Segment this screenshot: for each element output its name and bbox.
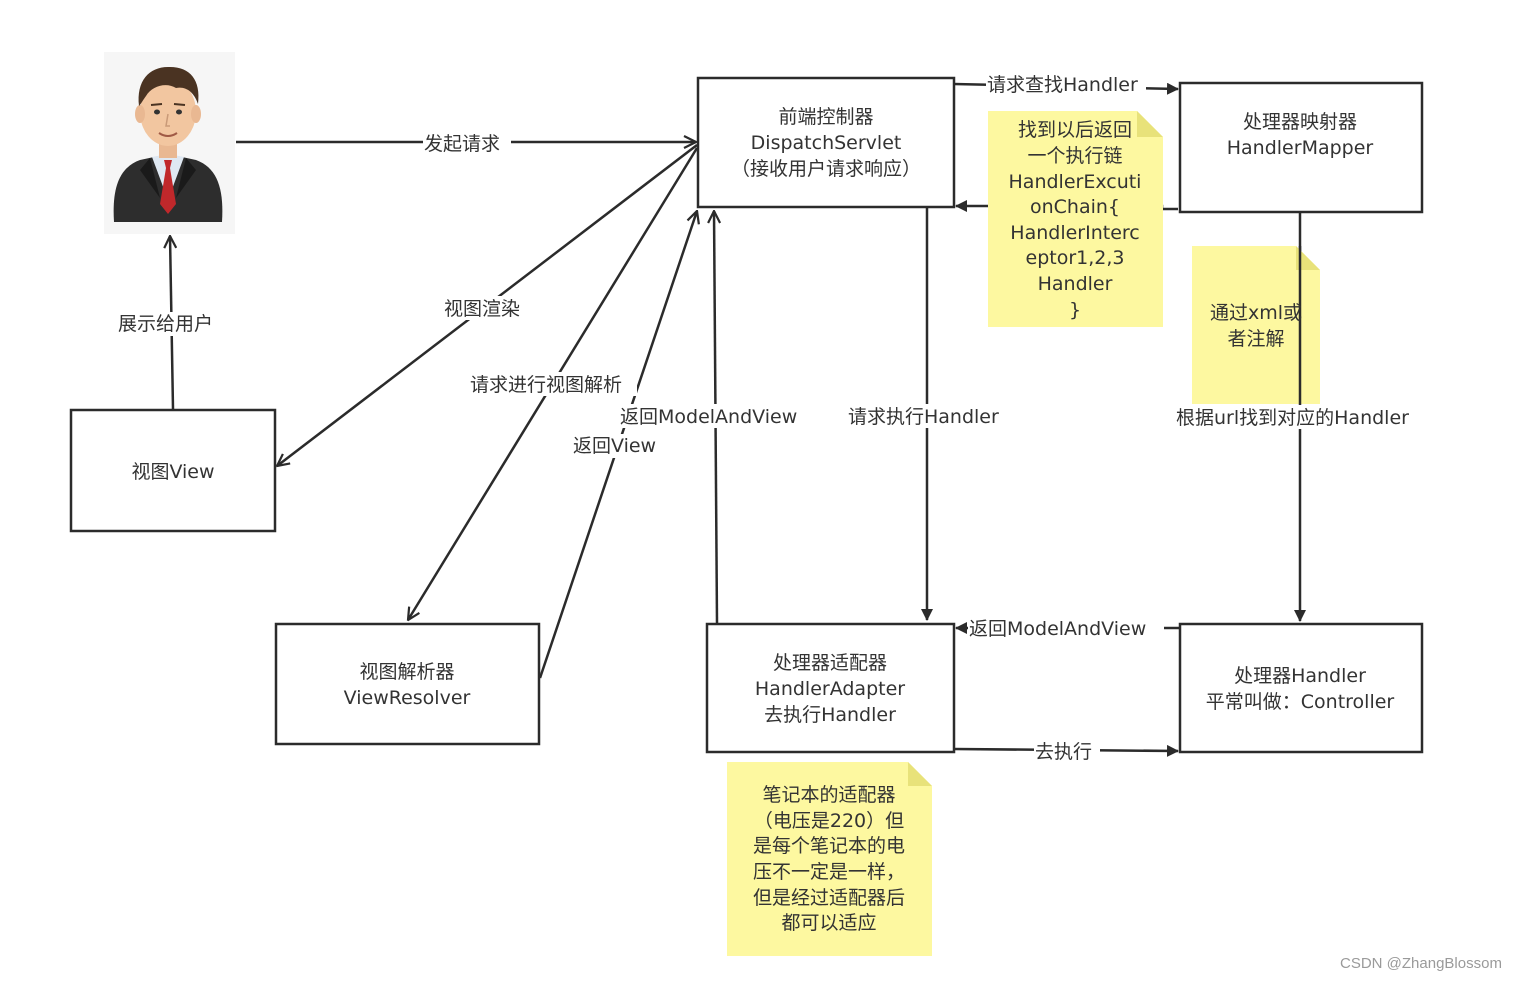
- box-handler: 处理器Handler 平常叫做：Controller: [1178, 622, 1424, 754]
- box-adapter: 处理器适配器 HandlerAdapter 去执行Handler: [705, 622, 956, 754]
- note-chain-line-8: }: [1069, 299, 1081, 321]
- box-resolver: 视图解析器 ViewResolver: [274, 622, 541, 746]
- edge-request-label: 发起请求: [424, 133, 500, 155]
- box-dispatcher: 前端控制器 DispatchServlet （接收用户请求响应）: [696, 76, 956, 209]
- note-chain-line-7: Handler: [1038, 273, 1113, 295]
- edge-resolve-view-label: 请求进行视图解析: [470, 374, 622, 396]
- note-adapter-line-3: 是每个笔记本的电: [753, 835, 905, 857]
- edge-return-view-label: 返回View: [573, 435, 656, 457]
- edge-by-url-label: 根据url找到对应的Handler: [1176, 407, 1409, 429]
- note-chain-line-2: 一个执行链: [1027, 145, 1122, 167]
- box-handler-line-1: 处理器Handler: [1234, 665, 1366, 687]
- edge-exec-handler-label: 请求执行Handler: [848, 406, 999, 428]
- edge-return-mav2-label: 返回ModelAndView: [969, 618, 1146, 640]
- user-avatar-icon: [104, 52, 235, 234]
- edge-return-mav-label: 返回ModelAndView: [620, 406, 797, 428]
- edge-show-user-label: 展示给用户: [118, 313, 213, 335]
- note-handler-chain: 找到以后返回 一个执行链 HandlerExcuti onChain{ Hand…: [988, 111, 1163, 327]
- box-dispatcher-line-1: 前端控制器: [778, 106, 873, 128]
- note-adapter-analogy: 笔记本的适配器 （电压是220）但 是每个笔记本的电 压不一定是一样， 但是经过…: [727, 762, 932, 956]
- note-chain-line-6: eptor1,2,3: [1026, 247, 1125, 269]
- watermark-credit: CSDN @ZhangBlossom: [1340, 955, 1502, 972]
- box-adapter-line-2: HandlerAdapter: [755, 678, 905, 700]
- edge-go-exec-label: 去执行: [1035, 741, 1092, 763]
- note-xml-line-2: 者注解: [1227, 328, 1284, 350]
- box-resolver-line-2: ViewResolver: [344, 687, 471, 709]
- box-handler-line-2: 平常叫做：Controller: [1206, 691, 1395, 713]
- note-chain-line-5: HandlerInterc: [1010, 222, 1139, 244]
- box-adapter-line-1: 处理器适配器: [773, 652, 887, 674]
- note-xml-line-1: 通过xml或: [1210, 302, 1302, 324]
- box-view: 视图View: [69, 408, 277, 533]
- box-resolver-line-1: 视图解析器: [359, 661, 454, 683]
- box-adapter-line-3: 去执行Handler: [764, 704, 896, 726]
- box-mapper: 处理器映射器 HandlerMapper: [1178, 81, 1424, 214]
- note-xml-annotation: 通过xml或 者注解: [1192, 246, 1320, 404]
- note-adapter-line-5: 但是经过适配器后: [753, 887, 905, 909]
- edge-labels: 发起请求 请求查找Handler 视图渲染 请求进行视图解析 返回ModelAn…: [117, 72, 1425, 763]
- box-dispatcher-line-2: DispatchServlet: [751, 132, 902, 154]
- note-adapter-line-4: 压不一定是一样，: [753, 861, 905, 883]
- note-chain-line-1: 找到以后返回: [1018, 119, 1132, 141]
- note-adapter-line-2: （电压是220）但: [754, 810, 904, 832]
- box-mapper-line-2: HandlerMapper: [1227, 137, 1374, 159]
- note-chain-line-3: HandlerExcuti: [1009, 171, 1142, 193]
- note-adapter-line-6: 都可以适应: [781, 912, 876, 934]
- note-adapter-line-1: 笔记本的适配器: [762, 784, 895, 806]
- edge-find-handler-label: 请求查找Handler: [987, 74, 1138, 96]
- box-dispatcher-line-3: （接收用户请求响应）: [731, 158, 921, 180]
- edge-render-label: 视图渲染: [444, 298, 520, 320]
- box-mapper-line-1: 处理器映射器: [1243, 111, 1357, 133]
- note-chain-line-4: onChain{: [1030, 196, 1120, 218]
- box-view-line-1: 视图View: [131, 461, 214, 483]
